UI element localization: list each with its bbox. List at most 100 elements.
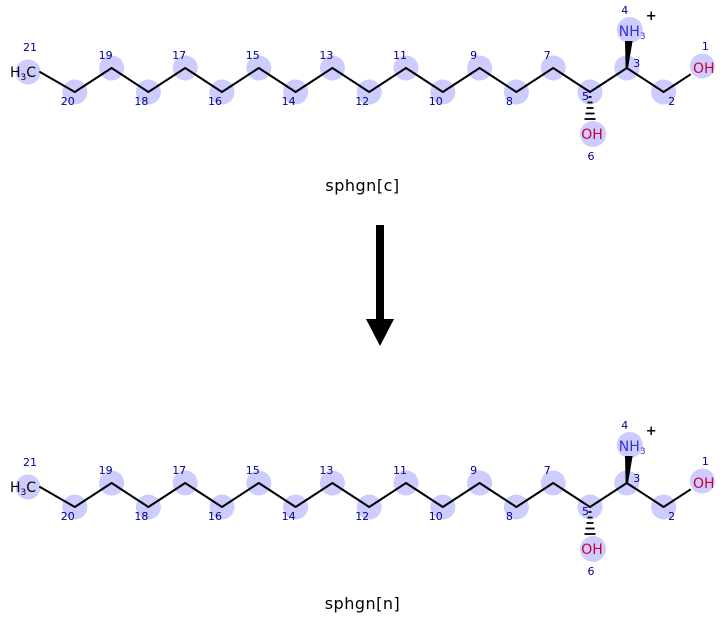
atom-number-part: 14 [282, 510, 296, 523]
bond [257, 482, 297, 508]
atom-number: 17 [172, 464, 186, 477]
bond [441, 67, 481, 93]
atom-number: 21 [23, 41, 37, 54]
atom-number-part: 8 [506, 510, 513, 523]
ammonium-label-part: H [629, 439, 640, 455]
c5-hydroxyl-label: OH [581, 127, 603, 143]
atom-number-part: 6 [588, 565, 595, 578]
methyl-label-part: 3 [20, 73, 26, 83]
atom-number: 9 [470, 49, 477, 62]
bond [147, 482, 187, 508]
bond [552, 67, 591, 93]
atom-highlight [15, 59, 41, 85]
bond [73, 67, 113, 93]
c1-hydroxyl-label: OH [693, 476, 715, 492]
atom-number: 2 [668, 510, 675, 523]
atom-number-part: 11 [393, 464, 407, 477]
atom-number: 11 [393, 464, 407, 477]
bond [625, 482, 665, 508]
atom-number: 7 [544, 464, 551, 477]
atom-number: 16 [208, 510, 222, 523]
atom-number: 4 [621, 4, 628, 17]
wedge-bond [625, 456, 633, 483]
bond [39, 486, 76, 508]
methyl-label-part: 3 [20, 488, 26, 498]
atom-number: 20 [61, 510, 75, 523]
atom-number: 10 [429, 95, 443, 108]
bonds [39, 41, 692, 120]
atom-highlights [15, 17, 715, 147]
atom-number-part: 20 [61, 95, 75, 108]
arrow-shaft [376, 225, 384, 321]
atom-number-part: 16 [208, 510, 222, 523]
atom-number: 19 [99, 49, 113, 62]
atom-number-part: 2 [668, 510, 675, 523]
atom-number-part: 3 [633, 472, 640, 485]
c1-hydroxyl-label: OH [693, 61, 715, 77]
ammonium-label: NH3 [619, 24, 646, 42]
ammonium-label-part: N [619, 24, 629, 40]
methyl-label: H3C [10, 65, 36, 83]
c5-hydroxyl-label-part: OH [581, 542, 603, 558]
down-arrow-icon [366, 225, 394, 346]
bond [221, 482, 260, 508]
atom-number: 3 [633, 472, 640, 485]
atom-number: 11 [393, 49, 407, 62]
bond [552, 482, 591, 508]
bond [515, 482, 555, 508]
charge-label-part: + [646, 424, 657, 439]
bond [110, 482, 150, 508]
atom-number: 6 [588, 150, 595, 163]
atom-number: 1 [702, 40, 709, 53]
atom-number: 18 [134, 510, 148, 523]
atom-number: 5 [582, 90, 589, 103]
atom-number-part: 9 [470, 464, 477, 477]
atom-number-part: 13 [319, 49, 333, 62]
ammonium-label-part: N [619, 439, 629, 455]
bond [368, 482, 407, 508]
ammonium-label-part: 3 [640, 32, 646, 42]
c1-hydroxyl-label-part: OH [693, 476, 715, 492]
atom-number-part: 13 [319, 464, 333, 477]
atom-number-part: 11 [393, 49, 407, 62]
atom-number-part: 19 [99, 464, 113, 477]
atom-number: 2 [668, 95, 675, 108]
atom-number: 16 [208, 95, 222, 108]
atom-number-part: 7 [544, 49, 551, 62]
bond [662, 488, 692, 508]
atom-number-part: 2 [668, 95, 675, 108]
c5-hydroxyl-label: OH [581, 542, 603, 558]
atom-number-part: 9 [470, 49, 477, 62]
atom-number: 14 [282, 95, 296, 108]
atom-number-part: 16 [208, 95, 222, 108]
bond [39, 71, 76, 93]
bond [662, 73, 692, 93]
atom-number-part: 5 [582, 90, 589, 103]
atom-number: 19 [99, 464, 113, 477]
bond [331, 482, 371, 508]
atom-number: 12 [355, 510, 369, 523]
atom-number-part: 4 [621, 419, 628, 432]
atom-number-part: 10 [429, 95, 443, 108]
atom-number: 20 [61, 95, 75, 108]
atom-number: 10 [429, 510, 443, 523]
atom-number-part: 1 [702, 455, 709, 468]
bond [184, 67, 223, 93]
bond [441, 482, 481, 508]
atom-number-part: 18 [134, 95, 148, 108]
bonds [39, 456, 692, 535]
bond [368, 67, 407, 93]
atom-highlight [580, 121, 606, 147]
bond [257, 67, 297, 93]
atom-number: 5 [582, 505, 589, 518]
atom-number-part: 15 [246, 49, 260, 62]
atom-number-part: 10 [429, 510, 443, 523]
atom-number: 1 [702, 455, 709, 468]
atom-number-part: 17 [172, 464, 186, 477]
atom-number: 13 [319, 49, 333, 62]
atom-number-part: 4 [621, 4, 628, 17]
bond [625, 67, 665, 93]
